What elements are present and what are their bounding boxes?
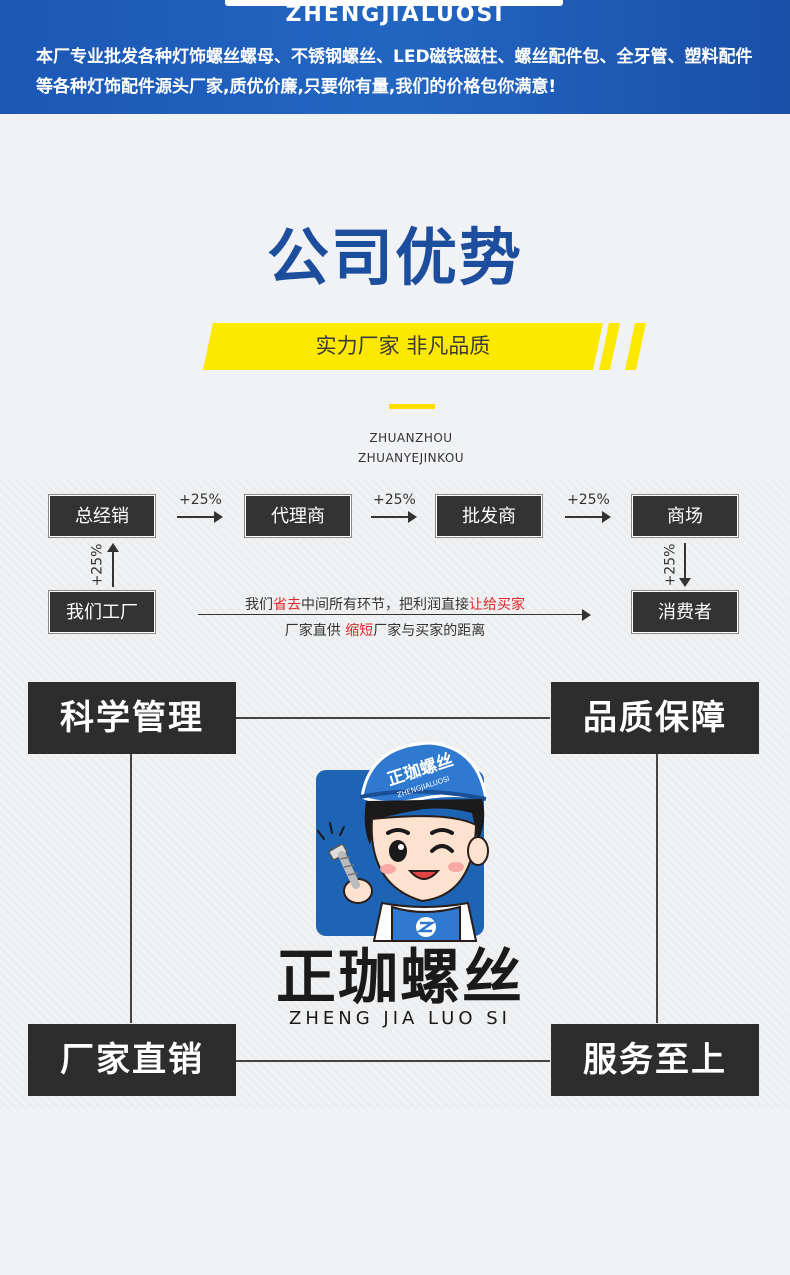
long-right-arrow-icon xyxy=(198,609,591,621)
mascot-icon: 正珈螺丝 ZHENGJIALUOSI xyxy=(317,741,489,942)
markup-label: +25% xyxy=(567,492,610,508)
header-banner: ZHENGJIALUOSI 本厂专业批发各种灯饰螺丝螺母、不锈钢螺丝、LED磁铁… xyxy=(0,0,790,114)
brand-name-en: ZHENG JIA LUO SI xyxy=(289,1008,511,1029)
subtitle-line-2: ZHUANYEJINKOU xyxy=(357,451,465,465)
markup-label: +25% xyxy=(373,492,416,508)
right-arrow-icon xyxy=(565,511,611,523)
flow-box-factory: 我们工厂 xyxy=(48,590,156,634)
flow-box-consumer: 消费者 xyxy=(631,590,739,634)
banner-stripe xyxy=(599,323,620,370)
flow-box-wholesaler: 批发商 xyxy=(435,494,543,538)
header-description: 本厂专业批发各种灯饰螺丝螺母、不锈钢螺丝、LED磁铁磁柱、螺丝配件包、全牙管、塑… xyxy=(36,47,753,97)
right-arrow-icon xyxy=(177,511,223,523)
banner-stripe xyxy=(625,323,646,370)
connector-line xyxy=(236,717,550,719)
advantage-quality-assurance: 品质保障 xyxy=(551,682,759,754)
brand-name-cn: 正珈螺丝 xyxy=(276,943,524,1013)
flow-box-mall: 商场 xyxy=(631,494,739,538)
right-arrow-icon xyxy=(371,511,417,523)
connector-line xyxy=(656,753,658,1023)
section-banner-text: 实力厂家 非凡品质 xyxy=(315,334,491,358)
header-logo-en: ZHENGJIALUOSI xyxy=(285,2,505,27)
connector-line xyxy=(130,753,132,1023)
advantage-scientific-management: 科学管理 xyxy=(28,682,236,754)
up-arrow-icon xyxy=(107,543,119,587)
markup-label-vertical: +25% xyxy=(89,543,106,587)
header-logo-graphic xyxy=(225,0,563,6)
advantage-direct-sales: 厂家直销 xyxy=(28,1024,236,1096)
yellow-divider xyxy=(389,404,435,409)
section-title: 公司优势 xyxy=(266,221,523,294)
markup-label-vertical: +25% xyxy=(662,543,679,587)
advantage-service-first: 服务至上 xyxy=(551,1024,759,1096)
markup-label: +25% xyxy=(179,492,222,508)
connector-line xyxy=(236,1060,550,1062)
flow-box-agent: 代理商 xyxy=(244,494,352,538)
flow-caption-2: 厂家直供 缩短厂家与买家的距离 xyxy=(284,623,486,639)
flow-caption-1: 我们省去中间所有环节，把利润直接让给买家 xyxy=(245,597,525,613)
down-arrow-icon xyxy=(679,543,691,587)
subtitle-line-1: ZHUANZHOU xyxy=(369,431,453,445)
flow-box-distributor: 总经销 xyxy=(48,494,156,538)
